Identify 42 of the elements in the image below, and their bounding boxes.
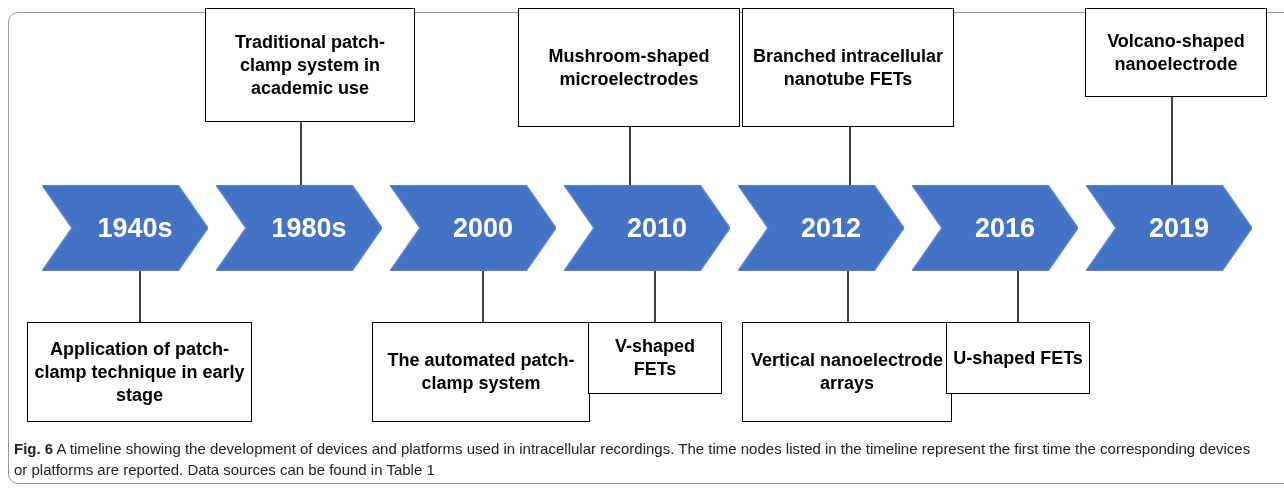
year-label: 2010 <box>626 212 688 244</box>
figure-caption: Fig. 6 A timeline showing the development of devices and platforms used in intracellular recordings. The time nodes listed in the timeline represent the first time the corresponding devices or platforms are reported. Data sources can be found in Table 1 <box>14 439 1252 480</box>
year-label: 1940s <box>97 212 173 244</box>
timeline-segment <box>1086 185 1252 271</box>
event-box <box>1085 8 1267 97</box>
timeline-segment <box>738 185 904 271</box>
leader-line <box>300 121 302 186</box>
event-box <box>588 322 722 394</box>
event-box <box>205 8 415 122</box>
event-box <box>372 322 590 422</box>
leader-line <box>139 270 141 323</box>
timeline-segment <box>216 185 382 271</box>
timeline-segment <box>912 185 1078 271</box>
leader-line <box>654 270 656 323</box>
leader-line <box>1171 96 1173 186</box>
timeline-segment <box>42 185 208 271</box>
year-label: 1980s <box>271 212 347 244</box>
event-label: Mushroom-shaped microelectrodes <box>547 44 711 91</box>
year-label: 2000 <box>452 212 514 244</box>
event-label: Volcano-shaped nanoelectrode <box>1106 29 1246 76</box>
event-label: Traditional patch-clamp system in academic use <box>234 30 386 100</box>
event-label: U-shaped FETs <box>953 346 1083 370</box>
event-label: Branched intracellular nanotube FETs <box>751 44 945 91</box>
event-box <box>946 322 1090 394</box>
event-label: Application of patch-clamp technique in early stage <box>34 337 245 407</box>
leader-line <box>1017 270 1019 323</box>
event-box <box>518 8 740 127</box>
year-label: 2019 <box>1148 212 1210 244</box>
leader-line <box>629 126 631 186</box>
timeline-segment <box>390 185 556 271</box>
event-label: The automated patch-clamp system <box>386 349 576 395</box>
event-box <box>742 8 954 127</box>
leader-line <box>482 270 484 323</box>
event-label: Vertical nanoelectrode arrays <box>749 349 945 395</box>
event-label: V-shaped FETs <box>614 335 696 381</box>
year-label: 2012 <box>800 212 862 244</box>
event-box <box>742 322 952 422</box>
timeline-segment <box>564 185 730 271</box>
event-box <box>27 322 252 422</box>
leader-line <box>847 270 849 323</box>
year-label: 2016 <box>974 212 1036 244</box>
leader-line <box>849 126 851 186</box>
